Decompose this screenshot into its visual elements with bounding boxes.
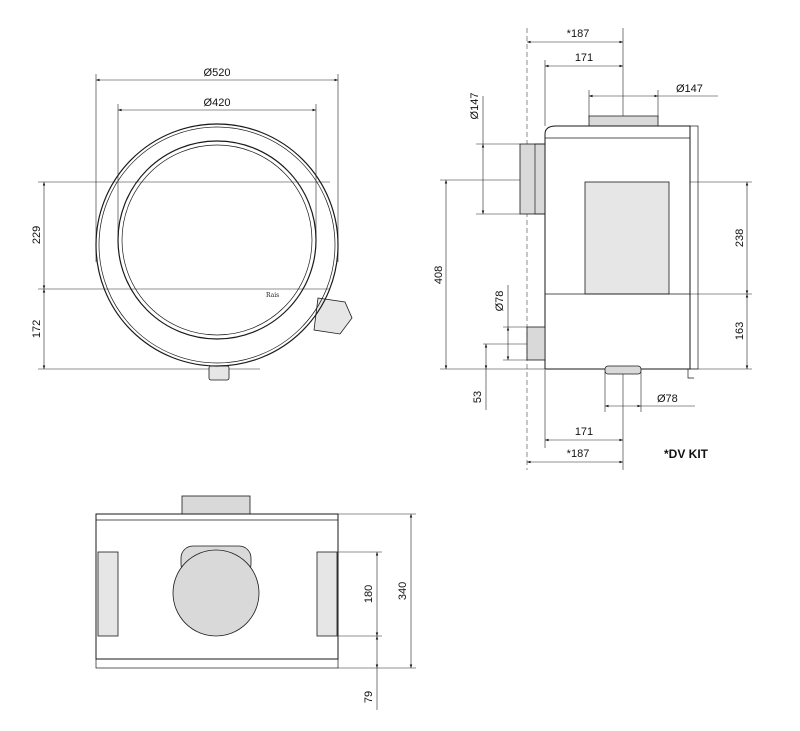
left-side-recess (97, 551, 119, 637)
front-upper-height-label: 229 (31, 226, 43, 244)
top-flue-collar (588, 115, 659, 128)
top-bottom-offset-label: 79 (363, 691, 375, 703)
front-inner-diameter-label: Ø420 (204, 97, 231, 109)
right-side-recess (316, 551, 338, 637)
inlet-offset-bottom-label: 171 (575, 426, 593, 438)
rear-inlet-diameter-label: Ø78 (494, 291, 506, 312)
top-flue-stub (181, 495, 251, 515)
glass-door (117, 140, 317, 340)
side-view: *187 171 Ø147 Ø147 408 Ø78 53 (433, 28, 752, 470)
right-lower-height-label: 163 (734, 322, 746, 340)
bottom-inlet-diameter-label: Ø78 (657, 393, 678, 405)
flue-offset-top-label: 171 (575, 52, 593, 64)
front-view: Ø520 Ø420 229 172 Rais (31, 67, 353, 381)
bottom-air-inlet-pipe (604, 365, 642, 375)
rear-air-inlet-pipe (526, 326, 546, 361)
front-lower-height-label: 172 (31, 320, 43, 338)
rear-inlet-height-label: 53 (472, 391, 484, 403)
top-inner-height-label: 180 (363, 585, 375, 603)
dv-depth-bottom-label: *187 (567, 448, 590, 460)
glass-door-inner-edge (121, 144, 313, 336)
side-window (584, 181, 670, 295)
flue-outlet (172, 549, 260, 637)
total-height-label: 408 (433, 266, 445, 284)
side-door-panel (689, 125, 699, 370)
right-upper-height-label: 238 (734, 229, 746, 247)
front-outer-diameter-label: Ø520 (204, 67, 231, 79)
rear-flue-pipe (519, 143, 546, 215)
side-handle (313, 297, 353, 335)
rear-flue-diameter-label: Ø147 (469, 93, 481, 120)
air-inlet-knob (208, 365, 230, 381)
stove-outer-ring (95, 123, 339, 367)
brand-mark: Rais (266, 292, 279, 299)
top-view: 180 340 79 (95, 495, 416, 710)
dv-depth-top-label: *187 (567, 28, 590, 40)
dv-kit-note: *DV KIT (664, 447, 709, 461)
stove-outer-ring-inner-edge (98, 126, 336, 364)
top-flue-diameter-label: Ø147 (676, 83, 703, 95)
top-total-height-label: 340 (397, 582, 409, 600)
